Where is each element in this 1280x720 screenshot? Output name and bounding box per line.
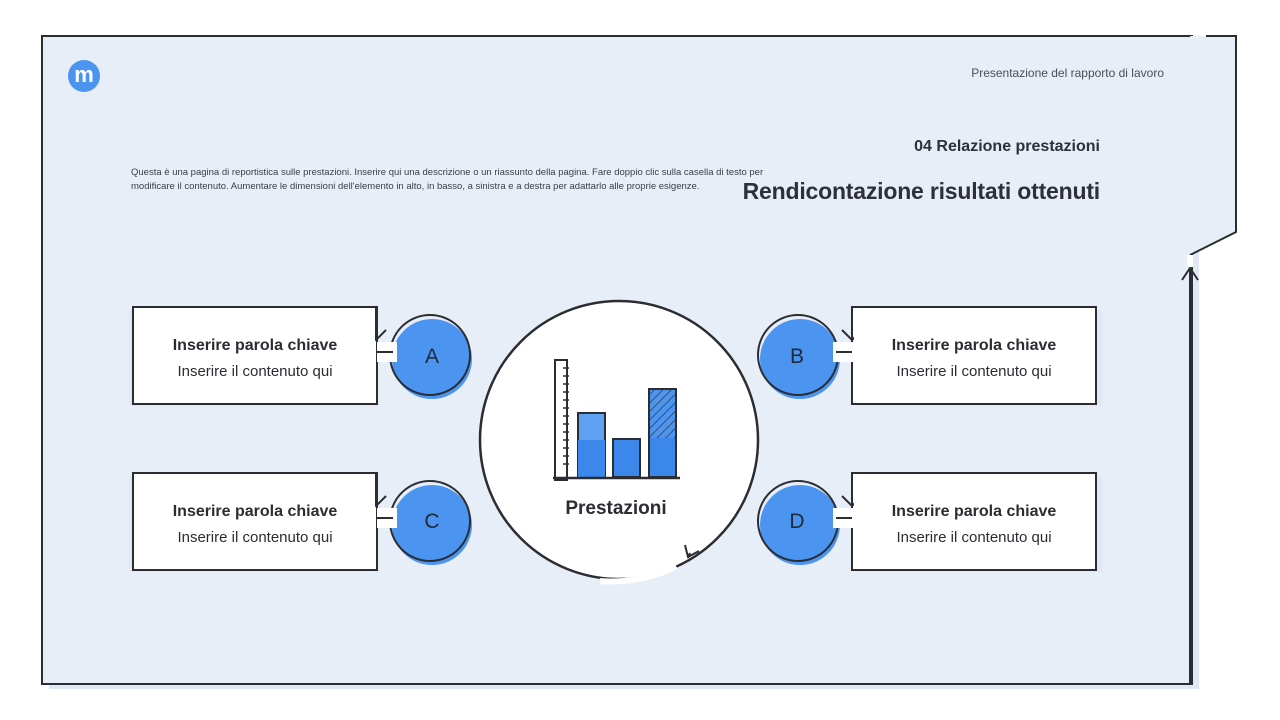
badge-letter-b: B: [789, 345, 804, 368]
brand-logo: m: [68, 60, 100, 92]
keyword-card-a[interactable]: Inserire parola chiave Inserire il conte…: [135, 309, 375, 403]
keyword-card-b[interactable]: Inserire parola chiave Inserire il conte…: [854, 309, 1094, 403]
section-label: 04 Relazione prestazioni: [914, 138, 1100, 155]
card-content: Inserire il contenuto qui: [896, 529, 1052, 546]
card-keyword: Inserire parola chiave: [891, 337, 1057, 354]
badge-letter-a: A: [424, 345, 439, 368]
card-content: Inserire il contenuto qui: [896, 363, 1052, 380]
presentation-title: Presentazione del rapporto di lavoro: [971, 66, 1164, 80]
center-label: Prestazioni: [565, 498, 667, 519]
card-content: Inserire il contenuto qui: [177, 529, 333, 546]
page-description[interactable]: Questa è una pagina di reportistica sull…: [131, 167, 764, 192]
card-keyword: Inserire parola chiave: [172, 337, 338, 354]
card-content: Inserire il contenuto qui: [177, 363, 333, 380]
badge-b: [757, 307, 863, 399]
badge-d: [757, 473, 863, 565]
keyword-card-d[interactable]: Inserire parola chiave Inserire il conte…: [854, 475, 1094, 569]
logo-letter: m: [74, 61, 94, 87]
card-keyword: Inserire parola chiave: [891, 503, 1057, 520]
bar-chart-icon: [553, 359, 680, 481]
page-title: Rendicontazione risultati ottenuti: [742, 178, 1101, 204]
keyword-card-c[interactable]: Inserire parola chiave Inserire il conte…: [135, 475, 375, 569]
badge-a: [365, 307, 472, 399]
badge-letter-c: C: [424, 510, 440, 533]
badge-letter-d: D: [789, 510, 805, 533]
card-keyword: Inserire parola chiave: [172, 503, 338, 520]
